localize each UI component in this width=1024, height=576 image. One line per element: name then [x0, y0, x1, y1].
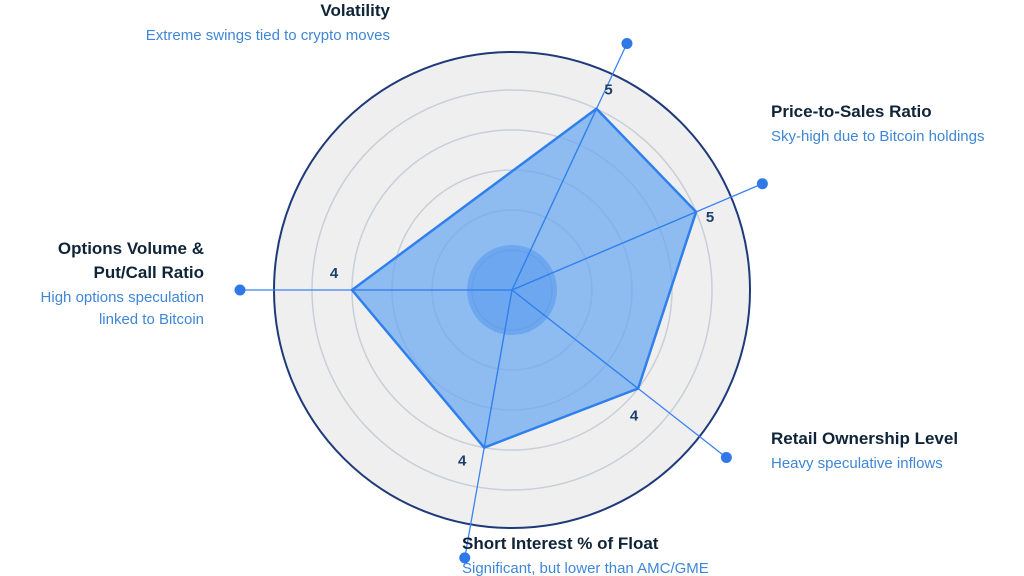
value-label-4: 4 [458, 453, 467, 470]
radar-axis-markers [234, 37, 768, 564]
radar-inner-spoke-2 [511, 211, 697, 291]
axis-title-1-line-1: Volatility [320, 1, 390, 20]
axis-title-5-line-2: Put/Call Ratio [93, 263, 204, 282]
axis-description-5-line-2: linked to Bitcoin [99, 311, 204, 328]
radar-inner-spoke-4 [483, 289, 513, 448]
radar-inner-spoke-3 [511, 289, 639, 390]
axis-title-3-line-1: Retail Ownership Level [771, 429, 958, 448]
axis-marker-4 [459, 552, 471, 564]
radar-data-polygon [350, 107, 698, 450]
axis-description-1-line-1: Extreme swings tied to crypto moves [146, 27, 390, 44]
value-label-2: 5 [706, 209, 714, 226]
axis-description-2-line-1: Sky-high due to Bitcoin holdings [771, 128, 984, 145]
axis-description-4-line-1: Significant, but lower than AMC/GME [462, 560, 709, 576]
axis-marker-5 [234, 284, 246, 296]
axis-description-3-line-1: Heavy speculative inflows [771, 455, 943, 472]
axis-marker-3 [720, 451, 732, 463]
value-label-1: 5 [604, 82, 612, 99]
axis-marker-1 [621, 37, 633, 49]
axis-title-2-line-1: Price-to-Sales Ratio [771, 102, 932, 121]
value-label-3: 4 [630, 408, 639, 425]
value-label-5: 4 [330, 265, 339, 282]
radar-value-labels: 5 5 4 4 4 [330, 82, 714, 470]
axis-marker-2 [756, 178, 768, 190]
axis-title-4-line-1: Short Interest % of Float [462, 534, 659, 553]
axis-title-5-line-1: Options Volume & [58, 239, 204, 258]
radar-inner-spoke-1 [511, 108, 598, 291]
axis-description-5-line-1: High options speculation [41, 289, 204, 306]
